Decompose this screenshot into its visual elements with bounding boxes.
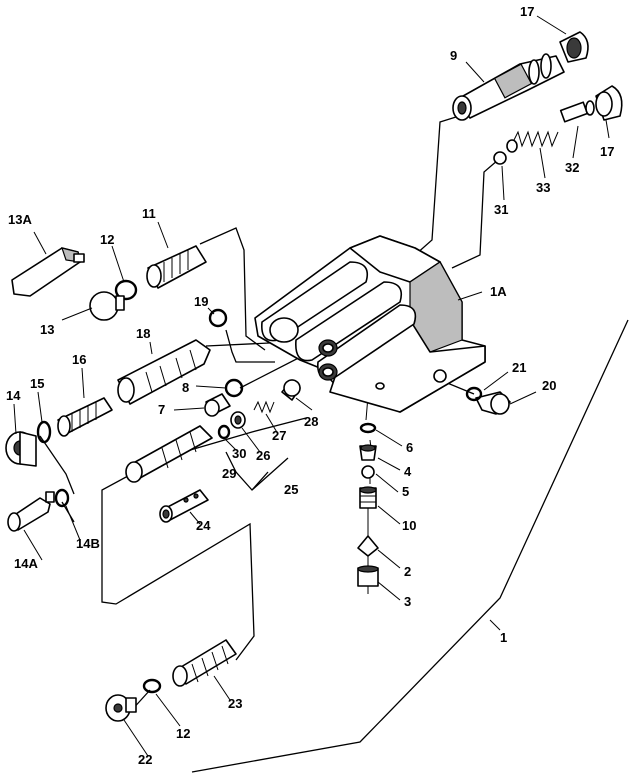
label-1a: 1A xyxy=(490,284,507,299)
plug-22 xyxy=(105,694,137,722)
oring-6 xyxy=(359,422,377,434)
plug-17-right xyxy=(595,85,623,121)
label-2: 2 xyxy=(404,564,411,579)
label-17-right: 17 xyxy=(600,144,614,159)
assembly-lines xyxy=(39,111,629,773)
plunger-32 xyxy=(559,100,595,123)
label-8: 8 xyxy=(182,380,189,395)
ball-31 xyxy=(493,151,507,165)
label-15: 15 xyxy=(30,376,44,391)
ring-30 xyxy=(217,424,231,440)
label-1: 1 xyxy=(500,630,507,645)
label-33: 33 xyxy=(536,180,550,195)
label-22: 22 xyxy=(138,752,152,767)
oring-12-top xyxy=(114,279,138,301)
plug-13a xyxy=(11,247,85,297)
spool-18 xyxy=(117,339,211,405)
label-32: 32 xyxy=(565,160,579,175)
label-29: 29 xyxy=(222,466,236,481)
label-21: 21 xyxy=(512,360,526,375)
cap-7 xyxy=(204,393,231,417)
label-24: 24 xyxy=(196,518,211,533)
label-4: 4 xyxy=(404,464,412,479)
label-13a: 13A xyxy=(8,212,32,227)
valve-housing-1a xyxy=(254,235,486,413)
label-14: 14 xyxy=(6,388,21,403)
label-11: 11 xyxy=(142,206,156,221)
label-19: 19 xyxy=(194,294,208,309)
spool-16 xyxy=(57,397,113,437)
oring-8 xyxy=(224,378,244,398)
spring-33 xyxy=(506,130,559,153)
label-3: 3 xyxy=(404,594,411,609)
label-18: 18 xyxy=(136,326,150,341)
label-17-top: 17 xyxy=(520,4,534,19)
oring-14b xyxy=(54,488,70,508)
label-31: 31 xyxy=(494,202,508,217)
spool-9 xyxy=(452,53,565,121)
label-20: 20 xyxy=(542,378,556,393)
guide-10 xyxy=(359,486,377,509)
sleeve-24 xyxy=(159,489,209,523)
label-12-bottom: 12 xyxy=(176,726,190,741)
plug-17-top xyxy=(559,31,589,63)
poppet-2 xyxy=(357,535,379,557)
label-14a: 14A xyxy=(14,556,38,571)
label-10: 10 xyxy=(402,518,416,533)
label-16: 16 xyxy=(72,352,86,367)
plug-28 xyxy=(281,379,301,401)
label-27: 27 xyxy=(272,428,286,443)
adjuster-14a xyxy=(7,491,55,532)
label-23: 23 xyxy=(228,696,242,711)
label-28: 28 xyxy=(304,414,318,429)
spool-11 xyxy=(146,245,207,289)
cap-13 xyxy=(89,291,125,321)
label-9: 9 xyxy=(450,48,457,63)
seat-26 xyxy=(230,411,246,429)
label-26: 26 xyxy=(256,448,270,463)
part-labels: 17 9 17 32 33 31 13A 12 11 13 19 1A 18 1… xyxy=(6,4,614,767)
cap-3 xyxy=(357,565,379,587)
label-5: 5 xyxy=(402,484,409,499)
ball-5 xyxy=(361,465,375,479)
seat-4 xyxy=(359,444,377,461)
label-25: 25 xyxy=(284,482,298,497)
oring-21 xyxy=(465,386,483,402)
ring-15 xyxy=(36,420,52,444)
label-6: 6 xyxy=(406,440,413,455)
plug-20 xyxy=(475,391,511,415)
oring-19 xyxy=(208,308,228,328)
label-14b: 14B xyxy=(76,536,100,551)
label-30: 30 xyxy=(232,446,246,461)
label-7: 7 xyxy=(158,402,165,417)
plug-14 xyxy=(5,431,37,467)
label-12-top: 12 xyxy=(100,232,114,247)
label-leaders xyxy=(13,15,610,757)
oring-12-bottom xyxy=(142,678,162,694)
spool-23 xyxy=(172,639,237,687)
label-13: 13 xyxy=(40,322,54,337)
spring-27 xyxy=(253,400,275,414)
spool-29 xyxy=(125,425,213,483)
